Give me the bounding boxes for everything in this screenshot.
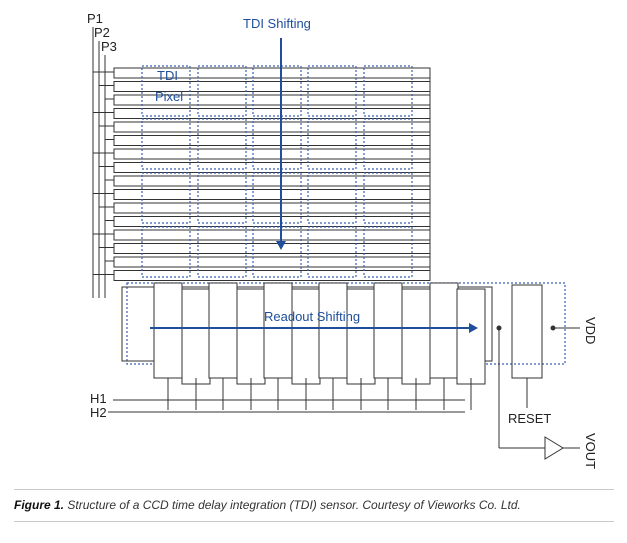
tdi-pixel-label-line1: TDI (157, 68, 178, 83)
tdi-pixel-cell (307, 65, 357, 117)
electrode-row (113, 256, 431, 268)
readout-cell (236, 288, 266, 385)
tdi-pixel-cell (363, 226, 413, 278)
tdi-pixel-cell (307, 172, 357, 224)
tdi-pixel-cell (141, 172, 191, 224)
tdi-pixel-grid (141, 65, 413, 278)
tdi-pixel-cell (252, 172, 302, 224)
p3-label: P3 (101, 39, 117, 54)
tdi-pixel-cell (141, 65, 191, 117)
electrode-row (113, 189, 431, 200)
output-node (496, 325, 502, 331)
electrode-row (113, 162, 431, 173)
clock-bus-lines (92, 27, 106, 298)
readout-cell (181, 288, 211, 385)
readout-cell (456, 288, 486, 385)
tdi-pixel-cell (197, 172, 247, 224)
tdi-pixel-cell (252, 65, 302, 117)
electrode-row (113, 229, 431, 241)
tdi-pixel-cell (252, 226, 302, 278)
electrode-row (113, 216, 431, 227)
tdi-pixel-cell (307, 118, 357, 170)
vdd-label: VDD (583, 317, 598, 344)
output-amplifier (544, 436, 564, 460)
readout-cell (291, 288, 321, 385)
p1-label: P1 (87, 11, 103, 26)
electrode-row (113, 135, 431, 146)
h2-label: H2 (90, 405, 107, 420)
caption-text: Structure of a CCD time delay integratio… (67, 498, 521, 512)
tdi-pixel-cell (252, 118, 302, 170)
tdi-pixel-cell (197, 226, 247, 278)
electrode-row (113, 202, 431, 214)
tdi-shifting-label: TDI Shifting (243, 16, 311, 31)
readout-cell (429, 282, 459, 379)
tdi-pixel-cell (363, 118, 413, 170)
tdi-pixel-cell (363, 172, 413, 224)
vdd-node (550, 325, 556, 331)
electrode-row (113, 175, 431, 187)
figure-caption: Figure 1. Structure of a CCD time delay … (14, 489, 614, 522)
h1-label: H1 (90, 391, 107, 406)
readout-cell (208, 282, 238, 379)
vout-label: VOUT (583, 433, 598, 469)
tdi-pixel-cell (363, 65, 413, 117)
tdi-pixel-cell (197, 65, 247, 117)
readout-cell (153, 282, 183, 379)
tdi-pixel-cell (141, 226, 191, 278)
p2-label: P2 (94, 25, 110, 40)
readout-cell (263, 282, 293, 379)
electrode-row (113, 108, 431, 119)
output-stage (496, 284, 580, 460)
readout-cell (346, 288, 376, 385)
reset-label: RESET (508, 411, 551, 426)
readout-cell (373, 282, 403, 379)
readout-shifting-label: Readout Shifting (264, 309, 360, 324)
tdi-pixel-label-line2: Pixel (155, 89, 183, 104)
electrode-row (113, 148, 431, 160)
readout-register (108, 282, 566, 413)
readout-cell (401, 288, 431, 385)
tdi-pixel-cell (141, 118, 191, 170)
electrode-row (113, 270, 431, 281)
electrode-row (113, 121, 431, 133)
tdi-electrode-rows (93, 67, 431, 281)
tdi-pixel-cell (197, 118, 247, 170)
readout-cell (318, 282, 348, 379)
caption-label: Figure 1. (14, 498, 65, 512)
electrode-row (113, 243, 431, 254)
tdi-pixel-cell (307, 226, 357, 278)
